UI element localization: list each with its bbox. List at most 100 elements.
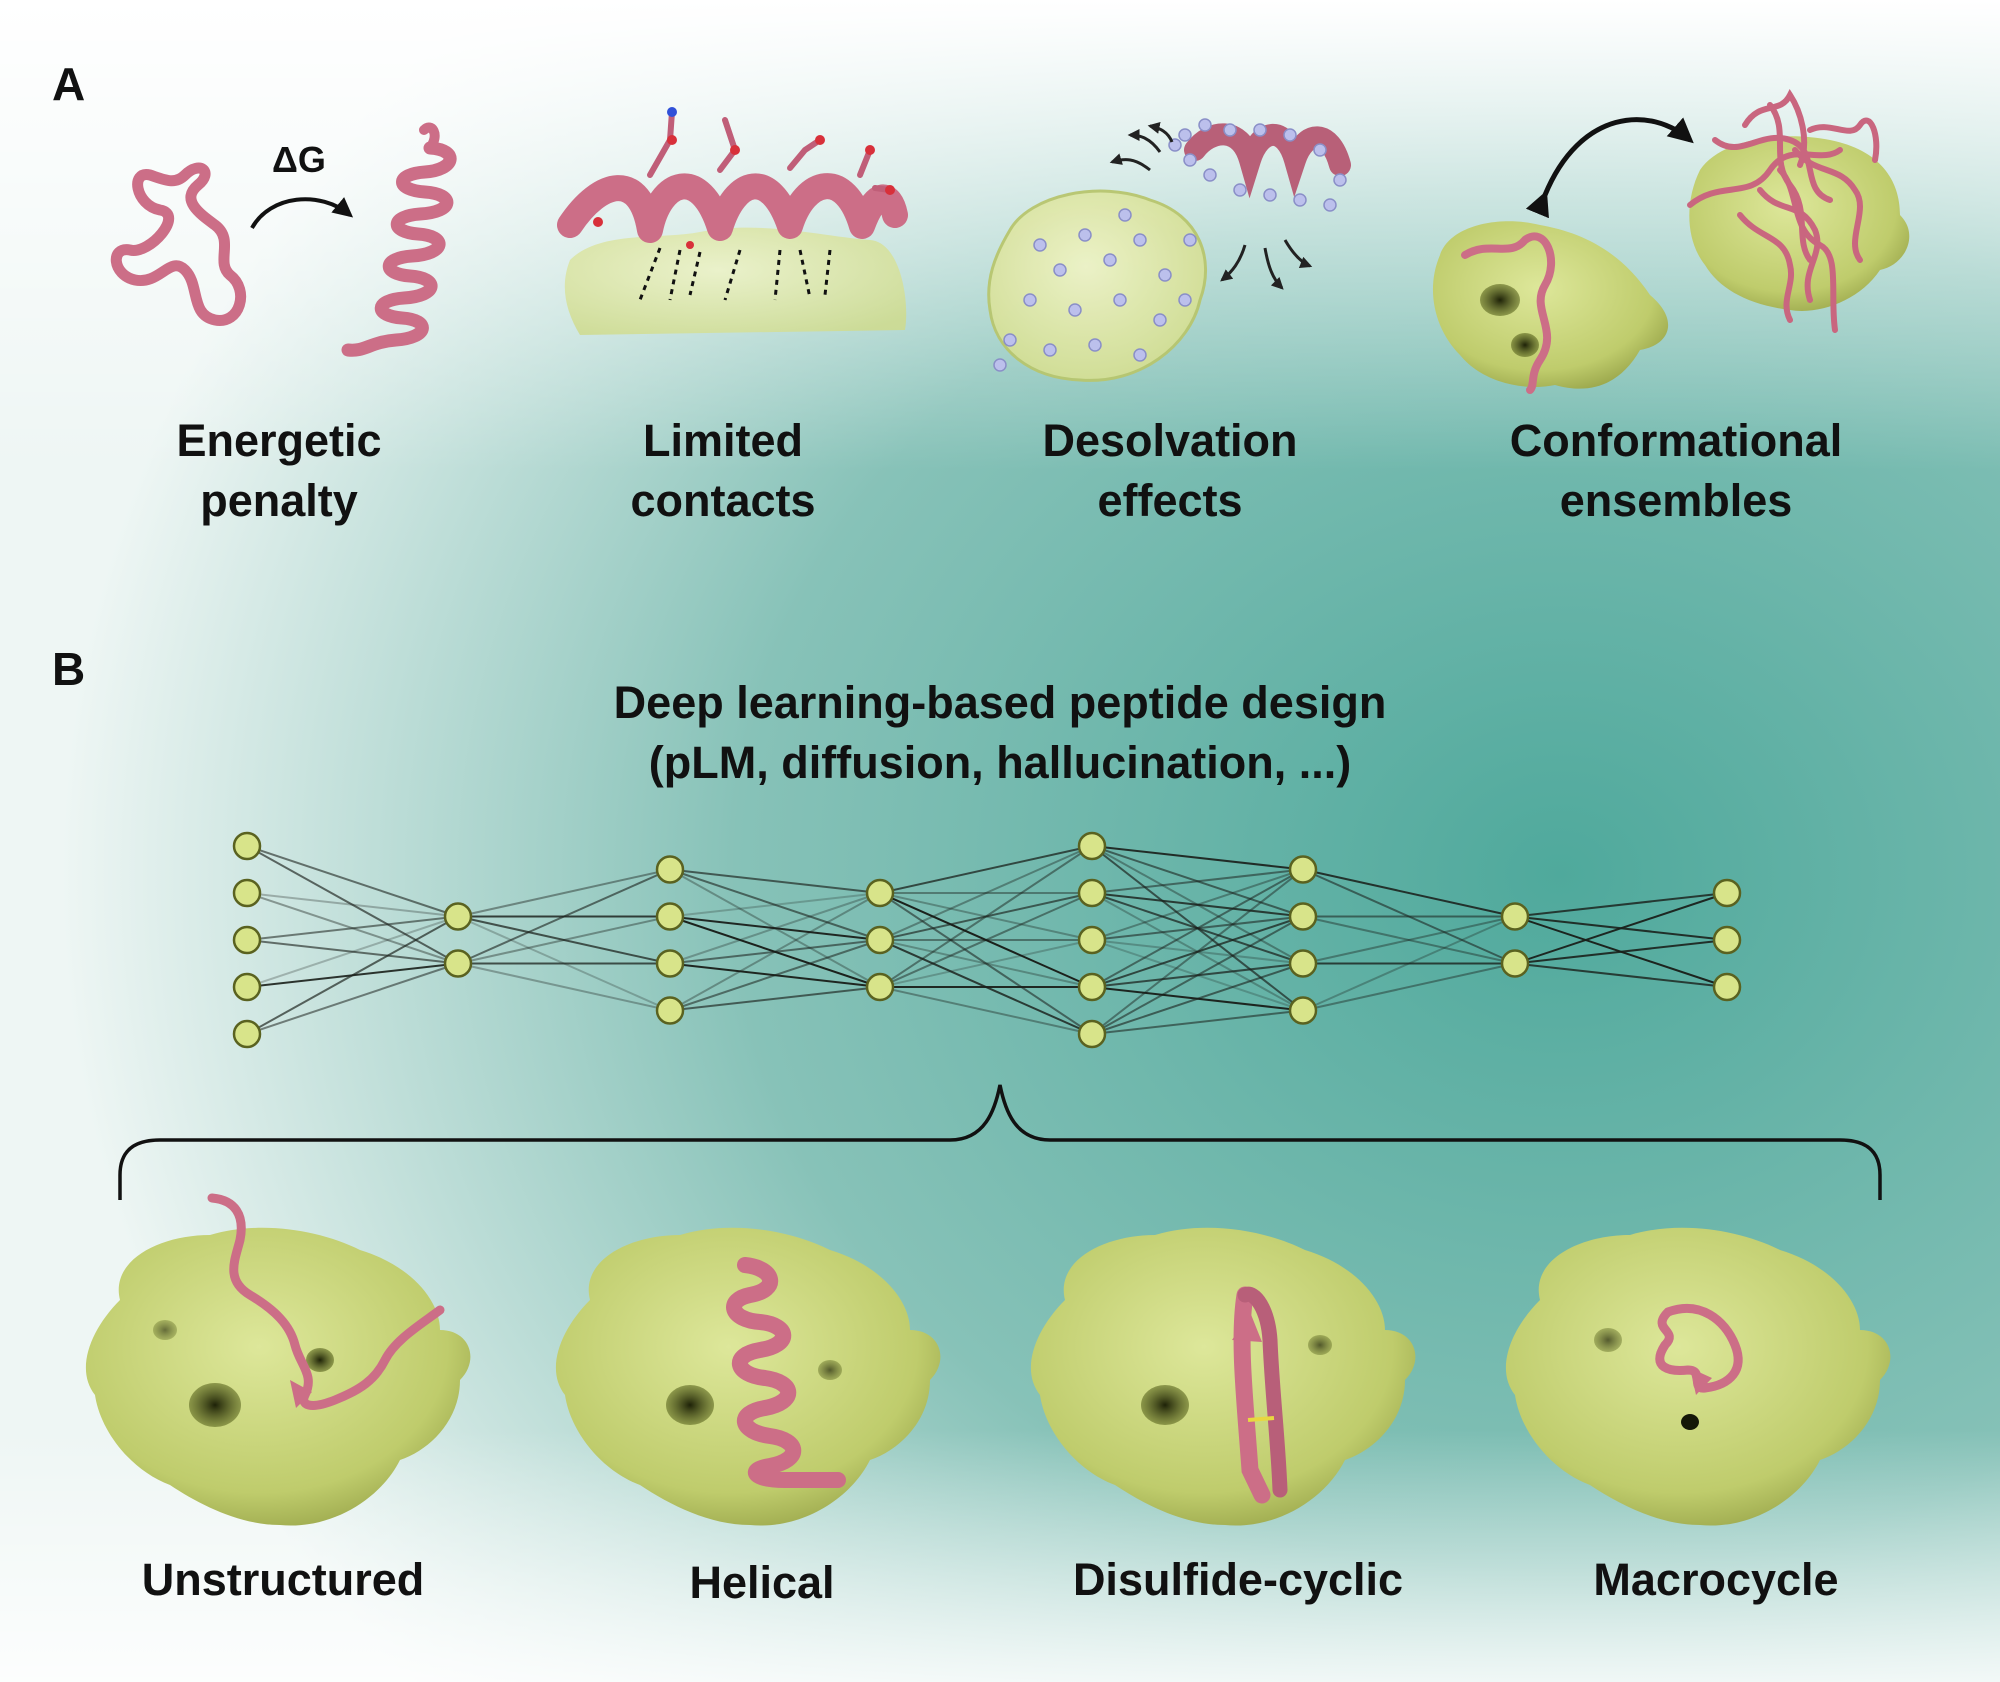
conformational-ensembles-label-line2: ensembles <box>1560 475 1793 526</box>
macrocycle-example <box>1505 1227 1891 1526</box>
network-edge <box>1091 1009 1304 1035</box>
helical-example <box>555 1227 941 1526</box>
disulfide-bond <box>1247 1416 1275 1422</box>
unstructured-peptide-shape <box>110 162 247 326</box>
network-edge <box>246 915 459 941</box>
beta-strand-1 <box>1233 1286 1271 1504</box>
displacement-arrows <box>1109 122 1313 290</box>
ensemble-peptides-right <box>1687 89 1880 333</box>
network-node <box>1077 878 1107 908</box>
contact-helix <box>557 173 908 243</box>
network-node <box>655 855 685 884</box>
desolvation-effects-label-line1: Desolvation <box>1042 415 1297 466</box>
macrocycle-label: Macrocycle <box>1593 1554 1838 1605</box>
unstructured-example <box>85 1193 471 1526</box>
network-edge <box>879 939 1093 988</box>
network-edge <box>246 962 459 1035</box>
network-edge <box>879 939 1093 988</box>
limited-contacts-label-line2: contacts <box>630 475 815 526</box>
network-node <box>655 949 685 978</box>
network-edge <box>1514 939 1728 965</box>
energetic-penalty-label-line2: penalty <box>200 475 358 526</box>
disulfide-cyclic-label: Disulfide-cyclic <box>1073 1554 1403 1605</box>
network-node <box>1288 949 1318 978</box>
network-edge <box>879 845 1093 894</box>
network-node <box>865 972 895 1002</box>
desolvation-protein <box>987 189 1208 382</box>
network-node <box>232 925 262 955</box>
network-edge <box>246 939 459 965</box>
pocket-hole <box>153 1320 177 1340</box>
delta-g-arrow <box>250 197 354 230</box>
limited-contacts-illustration <box>557 107 908 335</box>
network-edge <box>669 986 881 1012</box>
grouping-brace <box>118 1084 1882 1200</box>
helical-label: Helical <box>689 1557 834 1608</box>
network-node <box>443 902 473 931</box>
network-edge <box>1514 892 1728 918</box>
network-edge <box>457 962 671 1012</box>
network-edge <box>879 845 1093 941</box>
pocket-hole <box>189 1383 241 1427</box>
network-node <box>1712 972 1742 1002</box>
network-node <box>443 949 473 978</box>
pocket-hole <box>1511 333 1539 357</box>
pocket-hole <box>1480 284 1520 316</box>
network-edge <box>879 892 1093 988</box>
water-molecules <box>993 118 1347 372</box>
network-node <box>232 831 262 861</box>
network-edge <box>1302 915 1516 965</box>
network-edge <box>246 892 459 918</box>
side-chain-atoms <box>593 135 895 249</box>
energetic-penalty-illustration: ΔG <box>110 122 457 357</box>
network-node <box>1712 925 1742 955</box>
pocket-hole <box>1681 1414 1699 1430</box>
network-edge <box>1514 962 1728 988</box>
panel-a-letter: A <box>52 58 85 110</box>
network-edge <box>1091 868 1304 1035</box>
panel-b-title-line2: (pLM, diffusion, hallucination, ...) <box>649 737 1351 788</box>
desolvation-peptide <box>1184 123 1351 199</box>
network-edge <box>457 868 671 965</box>
network-node <box>655 902 685 931</box>
network-node <box>232 1019 262 1049</box>
network-edge <box>1091 845 1304 871</box>
network-edge <box>1091 915 1304 988</box>
exchange-arrow <box>1525 117 1694 219</box>
panel-b-letter: B <box>52 643 85 695</box>
limited-contacts-label-line1: Limited <box>643 415 803 466</box>
network-edge <box>1091 868 1304 941</box>
strand-arrow-head <box>1232 1312 1262 1342</box>
desolvation-effects-label-line2: effects <box>1097 475 1242 526</box>
network-edge <box>879 892 1093 988</box>
network-edge <box>669 939 881 965</box>
ensemble-protein-left <box>1432 221 1669 389</box>
pocket-hole <box>818 1360 842 1380</box>
pocket-hole <box>666 1385 714 1425</box>
network-edge <box>1091 892 1304 918</box>
disulfide-cyclic-example <box>1030 1227 1416 1526</box>
panel-b-title-line1: Deep learning-based peptide design <box>614 677 1387 728</box>
network-edge <box>1302 962 1516 1012</box>
network-edge <box>669 892 881 918</box>
network-node <box>865 878 895 908</box>
pocket-hole <box>306 1348 334 1372</box>
network-edge <box>1302 868 1516 918</box>
network-node <box>1288 996 1318 1025</box>
network-edges <box>246 845 1728 1035</box>
conformational-ensembles-label-line1: Conformational <box>1510 415 1843 466</box>
ensemble-peptide-left <box>1461 232 1556 394</box>
delta-g-label: ΔG <box>272 139 326 180</box>
hydrogen-bonds <box>638 247 832 301</box>
network-node <box>1077 925 1107 955</box>
desolvation-illustration <box>987 118 1351 382</box>
network-edge <box>879 845 1093 988</box>
network-nodes <box>232 831 1742 1049</box>
network-edge <box>457 915 671 965</box>
network-edge <box>457 868 671 918</box>
energetic-penalty-label-line1: Energetic <box>176 415 381 466</box>
network-edge <box>246 845 459 918</box>
network-edge <box>669 915 881 941</box>
network-node <box>1077 972 1107 1002</box>
